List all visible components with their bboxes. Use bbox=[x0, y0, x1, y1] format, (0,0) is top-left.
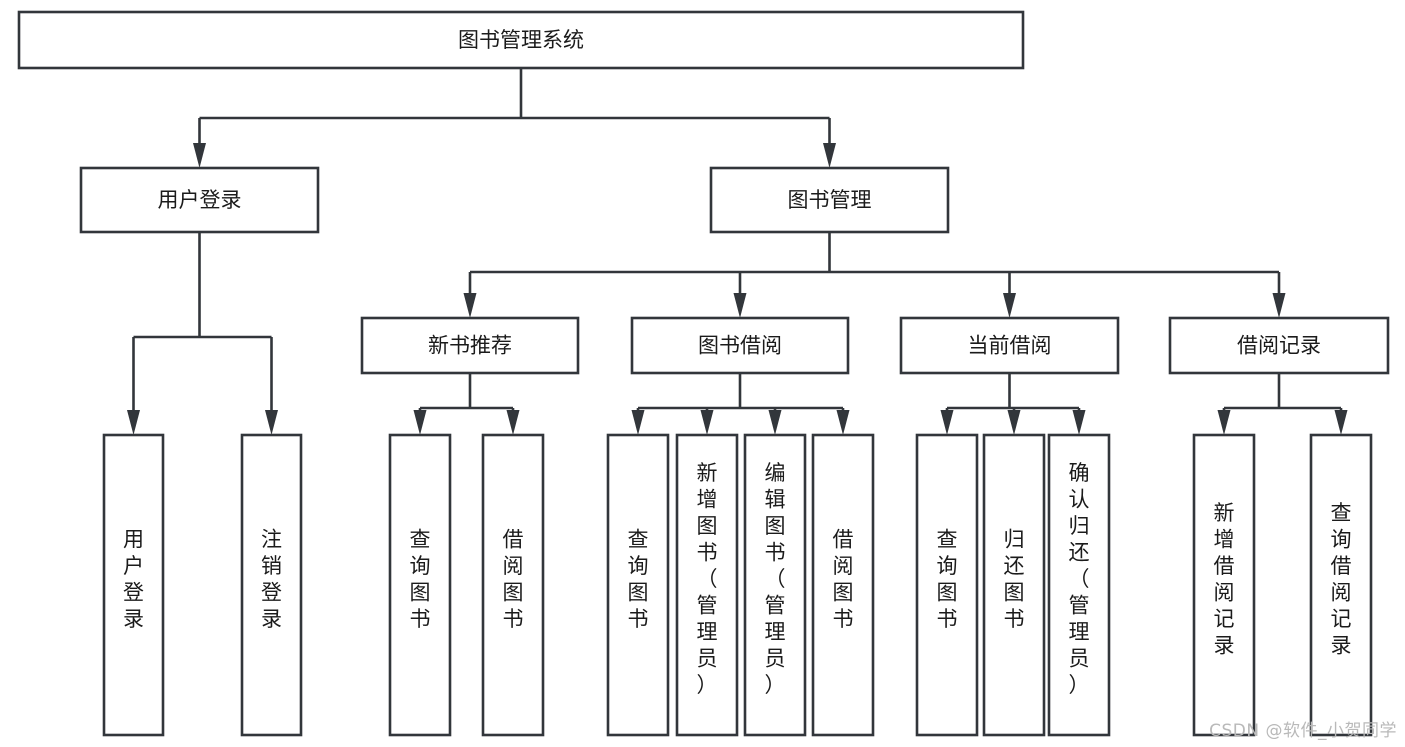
node-label-borrow-record: 借阅记录 bbox=[1237, 334, 1321, 358]
node-box-cb-confirm[interactable] bbox=[1047, 433, 1111, 737]
node-box-new-book-rec[interactable] bbox=[360, 316, 580, 375]
node-book-borrow[interactable]: 图书借阅 bbox=[630, 316, 850, 375]
node-leaf-user-login[interactable]: 用户登录 bbox=[102, 433, 165, 737]
node-label-bb-borrow: 借阅图书 bbox=[833, 527, 854, 631]
node-book-manage[interactable]: 图书管理 bbox=[709, 166, 950, 234]
node-box-nb-borrow[interactable] bbox=[481, 433, 545, 737]
node-cb-confirm[interactable]: 确认归还（管理员） bbox=[1047, 433, 1111, 737]
node-nb-borrow[interactable]: 借阅图书 bbox=[481, 433, 545, 737]
node-label-leaf-user-logout: 注销登录 bbox=[261, 527, 282, 631]
connector-arrowhead bbox=[127, 410, 140, 435]
node-box-user-login[interactable] bbox=[79, 166, 320, 234]
node-cb-query[interactable]: 查询图书 bbox=[915, 433, 979, 737]
node-box-root[interactable] bbox=[17, 10, 1025, 70]
node-box-leaf-user-login[interactable] bbox=[102, 433, 165, 737]
node-br-query[interactable]: 查询借阅记录 bbox=[1309, 433, 1373, 737]
node-box-cb-query[interactable] bbox=[915, 433, 979, 737]
connector-arrowhead bbox=[265, 410, 278, 435]
connector-arrowhead bbox=[463, 293, 477, 318]
node-label-bb-edit: 编辑图书（管理员） bbox=[765, 461, 786, 697]
connectors-layer bbox=[127, 68, 1348, 435]
node-bb-borrow[interactable]: 借阅图书 bbox=[811, 433, 875, 737]
node-label-cb-return: 归还图书 bbox=[1004, 527, 1025, 631]
node-box-borrow-record[interactable] bbox=[1168, 316, 1390, 375]
connector-arrowhead bbox=[193, 143, 206, 168]
connector-arrowhead bbox=[836, 410, 850, 435]
node-label-bb-query: 查询图书 bbox=[628, 527, 649, 631]
connector-arrowhead bbox=[940, 410, 954, 435]
node-label-nb-query: 查询图书 bbox=[410, 527, 431, 631]
connector-arrowhead bbox=[700, 410, 714, 435]
node-box-bb-add[interactable] bbox=[675, 433, 739, 737]
node-br-add[interactable]: 新增借阅记录 bbox=[1192, 433, 1256, 737]
connector-arrowhead bbox=[631, 410, 645, 435]
node-box-nb-query[interactable] bbox=[388, 433, 452, 737]
node-borrow-record[interactable]: 借阅记录 bbox=[1168, 316, 1390, 375]
node-label-cb-query: 查询图书 bbox=[937, 527, 958, 631]
node-box-book-borrow[interactable] bbox=[630, 316, 850, 375]
node-label-new-book-rec: 新书推荐 bbox=[428, 334, 512, 358]
node-root[interactable]: 图书管理系统 bbox=[17, 10, 1025, 70]
node-label-br-add: 新增借阅记录 bbox=[1214, 501, 1235, 658]
node-label-root: 图书管理系统 bbox=[458, 28, 584, 52]
watermark-text: CSDN @软件_小贺同学 bbox=[1209, 721, 1397, 741]
node-box-bb-borrow[interactable] bbox=[811, 433, 875, 737]
node-box-bb-edit[interactable] bbox=[743, 433, 807, 737]
node-box-cb-return[interactable] bbox=[982, 433, 1046, 737]
node-current-borrow[interactable]: 当前借阅 bbox=[899, 316, 1120, 375]
node-label-cb-confirm: 确认归还（管理员） bbox=[1069, 461, 1090, 697]
node-box-leaf-user-logout[interactable] bbox=[240, 433, 303, 737]
node-bb-query[interactable]: 查询图书 bbox=[606, 433, 670, 737]
node-bb-edit[interactable]: 编辑图书（管理员） bbox=[743, 433, 807, 737]
node-bb-add[interactable]: 新增图书（管理员） bbox=[675, 433, 739, 737]
node-leaf-user-logout[interactable]: 注销登录 bbox=[240, 433, 303, 737]
connector-arrowhead bbox=[1217, 410, 1231, 435]
connector-arrowhead bbox=[823, 143, 836, 168]
node-label-br-query: 查询借阅记录 bbox=[1331, 501, 1352, 658]
node-new-book-rec[interactable]: 新书推荐 bbox=[360, 316, 580, 375]
node-label-nb-borrow: 借阅图书 bbox=[503, 527, 524, 631]
node-box-current-borrow[interactable] bbox=[899, 316, 1120, 375]
connector-arrowhead bbox=[768, 410, 782, 435]
connector-arrowhead bbox=[506, 410, 520, 435]
node-label-user-login: 用户登录 bbox=[158, 188, 242, 212]
connector-arrowhead bbox=[1334, 410, 1348, 435]
connector-arrowhead bbox=[1272, 293, 1286, 318]
node-cb-return[interactable]: 归还图书 bbox=[982, 433, 1046, 737]
node-box-br-query[interactable] bbox=[1309, 433, 1373, 737]
node-label-book-borrow: 图书借阅 bbox=[698, 334, 782, 358]
connector-arrowhead bbox=[1003, 293, 1016, 318]
connector-arrowhead bbox=[1072, 410, 1086, 435]
node-user-login[interactable]: 用户登录 bbox=[79, 166, 320, 234]
node-box-bb-query[interactable] bbox=[606, 433, 670, 737]
connector-arrowhead bbox=[413, 410, 427, 435]
nodes-layer: 图书管理系统用户登录图书管理新书推荐图书借阅当前借阅借阅记录用户登录注销登录查询… bbox=[17, 10, 1390, 737]
node-box-book-manage[interactable] bbox=[709, 166, 950, 234]
connector-arrowhead bbox=[1007, 410, 1021, 435]
node-label-bb-add: 新增图书（管理员） bbox=[697, 461, 718, 697]
node-label-book-manage: 图书管理 bbox=[788, 188, 872, 212]
node-nb-query[interactable]: 查询图书 bbox=[388, 433, 452, 737]
node-label-leaf-user-login: 用户登录 bbox=[123, 527, 144, 631]
connector-arrowhead bbox=[733, 293, 747, 318]
node-box-br-add[interactable] bbox=[1192, 433, 1256, 737]
node-label-current-borrow: 当前借阅 bbox=[968, 334, 1052, 358]
